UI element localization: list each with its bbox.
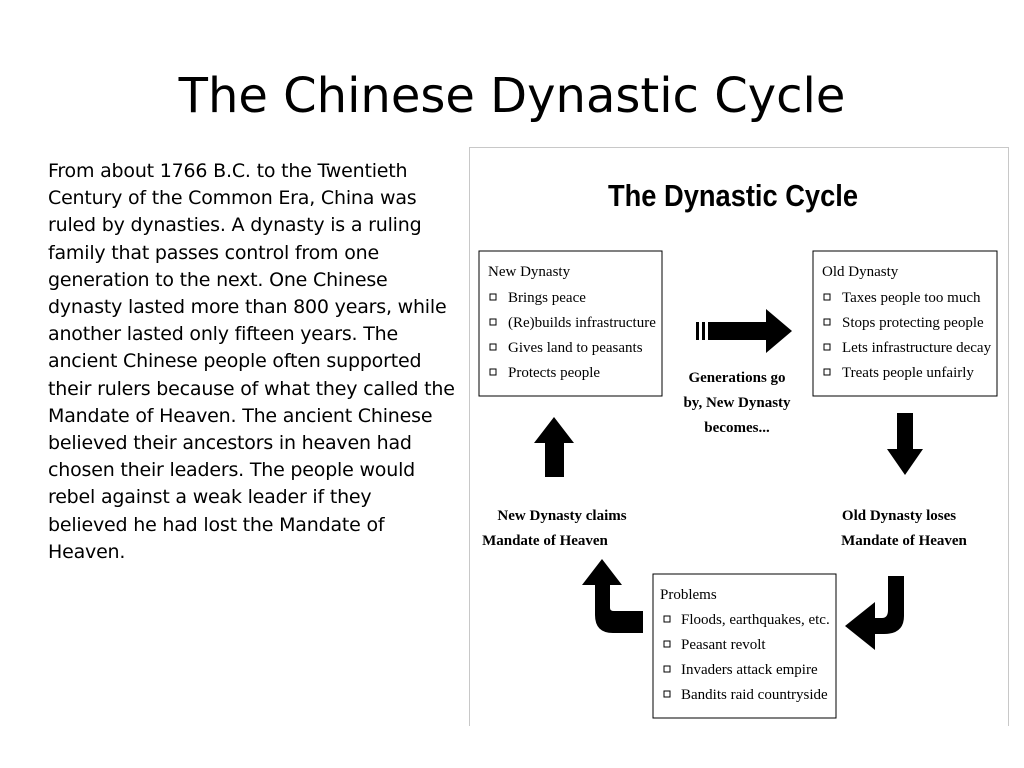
- bullet-icon: [663, 665, 671, 673]
- bullet-icon: [823, 293, 831, 301]
- old-dynasty-item: Treats people unfairly: [842, 365, 974, 381]
- problems-heading: Problems: [660, 587, 717, 603]
- old-dynasty-box: Old Dynasty Taxes people too much Stops …: [812, 250, 998, 397]
- right-arrow-icon: [696, 309, 792, 353]
- new-dynasty-item: Gives land to peasants: [508, 340, 643, 356]
- new-dynasty-item: Protects people: [508, 365, 600, 381]
- slide-title: The Chinese Dynastic Cycle: [178, 68, 846, 124]
- svg-text:by, New Dynasty: by, New Dynasty: [683, 395, 791, 411]
- old-dynasty-heading: Old Dynasty: [822, 264, 899, 280]
- diagram-title: The Dynastic Cycle: [608, 178, 858, 213]
- problems-item: Invaders attack empire: [681, 662, 818, 678]
- problems-item: Floods, earthquakes, etc.: [681, 612, 830, 628]
- old-dynasty-item: Taxes people too much: [842, 290, 981, 306]
- body-paragraph: From about 1766 B.C. to the Twentieth Ce…: [48, 160, 455, 563]
- curved-arrow-down-left-icon: [845, 576, 904, 650]
- svg-text:Mandate of Heaven: Mandate of Heaven: [482, 533, 608, 549]
- svg-text:becomes...: becomes...: [704, 420, 770, 436]
- bullet-icon: [663, 615, 671, 623]
- old-dynasty-loses-label: Old Dynasty loses Mandate of Heaven: [841, 508, 967, 549]
- problems-box: Problems Floods, earthquakes, etc. Peasa…: [652, 573, 837, 719]
- dynastic-cycle-diagram: The Dynastic Cycle New Dynasty Brings pe…: [469, 147, 1009, 726]
- bullet-icon: [489, 368, 497, 376]
- bullet-icon: [489, 318, 497, 326]
- bullet-icon: [823, 368, 831, 376]
- down-arrow-icon: [887, 413, 923, 475]
- bullet-icon: [823, 318, 831, 326]
- svg-text:Old Dynasty loses: Old Dynasty loses: [842, 508, 956, 524]
- bullet-icon: [663, 640, 671, 648]
- svg-text:New Dynasty claims: New Dynasty claims: [497, 508, 626, 524]
- bullet-icon: [489, 343, 497, 351]
- new-dynasty-heading: New Dynasty: [488, 264, 571, 280]
- old-dynasty-item: Lets infrastructure decay: [842, 340, 992, 356]
- new-dynasty-claims-label: New Dynasty claims Mandate of Heaven: [482, 508, 627, 549]
- bullet-icon: [663, 690, 671, 698]
- old-dynasty-item: Stops protecting people: [842, 315, 984, 331]
- problems-item: Peasant revolt: [681, 637, 766, 653]
- svg-text:Generations go: Generations go: [688, 370, 785, 386]
- bullet-icon: [489, 293, 497, 301]
- problems-item: Bandits raid countryside: [681, 687, 828, 703]
- transition-label: Generations go by, New Dynasty becomes..…: [683, 370, 791, 436]
- curved-arrow-up-left-icon: [582, 559, 643, 633]
- new-dynasty-item: Brings peace: [508, 290, 586, 306]
- bullet-icon: [823, 343, 831, 351]
- new-dynasty-box: New Dynasty Brings peace (Re)builds infr…: [478, 250, 663, 397]
- up-arrow-icon: [534, 417, 574, 477]
- svg-text:Mandate of Heaven: Mandate of Heaven: [841, 533, 967, 549]
- new-dynasty-item: (Re)builds infrastructure: [508, 315, 656, 331]
